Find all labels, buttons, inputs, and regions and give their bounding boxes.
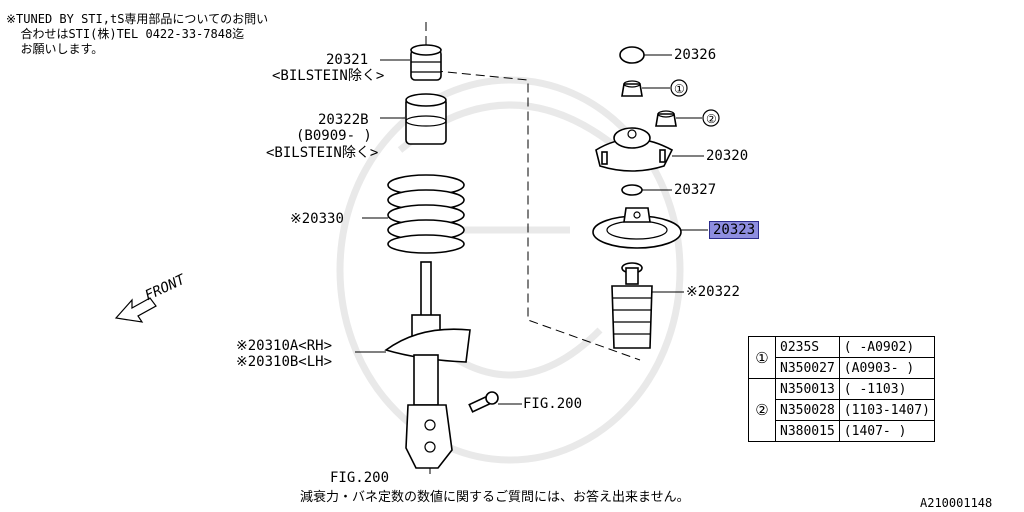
part-number-cell[interactable]: N350028 (775, 399, 840, 421)
period-cell: ( -A0902) (838, 336, 935, 358)
sti-contact-note: ※TUNED BY STI,tS専用部品についてのお問い 合わせはSTI(株)T… (6, 12, 269, 56)
label-20327[interactable]: 20327 (674, 182, 717, 198)
period-cell: (A0903- ) (838, 357, 935, 379)
strut-20310 (384, 261, 471, 469)
table-row: N380015 (1407- ) (749, 420, 935, 442)
label-20321-note: <BILSTEIN除く> (272, 68, 385, 84)
callout-1-marker: ① (674, 82, 685, 96)
period-cell: ( -1103) (838, 378, 935, 400)
table-row: N350028 (1103-1407) (749, 399, 935, 421)
bump-stop-20322b (405, 93, 447, 145)
table-row: N350027 (A0903- ) (749, 357, 935, 379)
reference-table: ① 0235S ( -A0902) N350027 (A0903- ) ② N3… (748, 336, 935, 442)
callout-2-marker: ② (706, 112, 717, 126)
bump-stop-20321 (410, 44, 442, 81)
label-20322b-note: <BILSTEIN除く> (266, 145, 379, 161)
label-20310b[interactable]: ※20310B<LH> (236, 354, 333, 370)
diagram-code: A210001148 (920, 496, 993, 510)
period-cell: (1407- ) (838, 420, 935, 442)
label-20330[interactable]: ※20330 (290, 211, 344, 227)
spring-seat-20323 (592, 207, 682, 249)
callout-1: ① (748, 336, 776, 379)
nut-2 (655, 110, 677, 127)
coil-spring-20330 (387, 174, 465, 254)
callout-2: ② (748, 378, 776, 442)
part-number-cell[interactable]: 0235S (775, 336, 840, 358)
damping-disclaimer: 減衰力・バネ定数の数値に関するご質問には、お答え出来ません。 (300, 490, 690, 505)
part-number-cell[interactable]: N380015 (775, 420, 840, 442)
strut-bolt (468, 391, 499, 413)
table-row: ② N350013 ( -1103) (748, 378, 935, 442)
label-fig200-knuckle[interactable]: FIG.200 (330, 470, 390, 486)
washer-20327 (621, 184, 643, 196)
label-20323-highlighted[interactable]: 20323 (709, 221, 760, 239)
part-number-cell[interactable]: N350027 (775, 357, 840, 379)
dust-boot-20322 (611, 262, 653, 349)
label-20322[interactable]: ※20322 (686, 284, 740, 300)
mount-20320 (595, 127, 674, 172)
label-20321[interactable]: 20321 (326, 52, 369, 68)
label-20322b[interactable]: 20322B (318, 112, 369, 128)
period-cell: (1103-1407) (838, 399, 935, 421)
label-20322b-date: (B0909- ) (296, 128, 372, 144)
table-row: ① 0235S ( -A0902) (748, 336, 935, 379)
label-20326[interactable]: 20326 (674, 47, 717, 63)
label-20310a[interactable]: ※20310A<RH> (236, 338, 333, 354)
nut-1 (621, 80, 643, 97)
label-fig200-bolt[interactable]: FIG.200 (523, 396, 583, 412)
front-arrow-icon (114, 297, 157, 323)
label-20320[interactable]: 20320 (706, 148, 749, 164)
cap-20326 (619, 46, 645, 64)
part-number-cell[interactable]: N350013 (775, 378, 840, 400)
